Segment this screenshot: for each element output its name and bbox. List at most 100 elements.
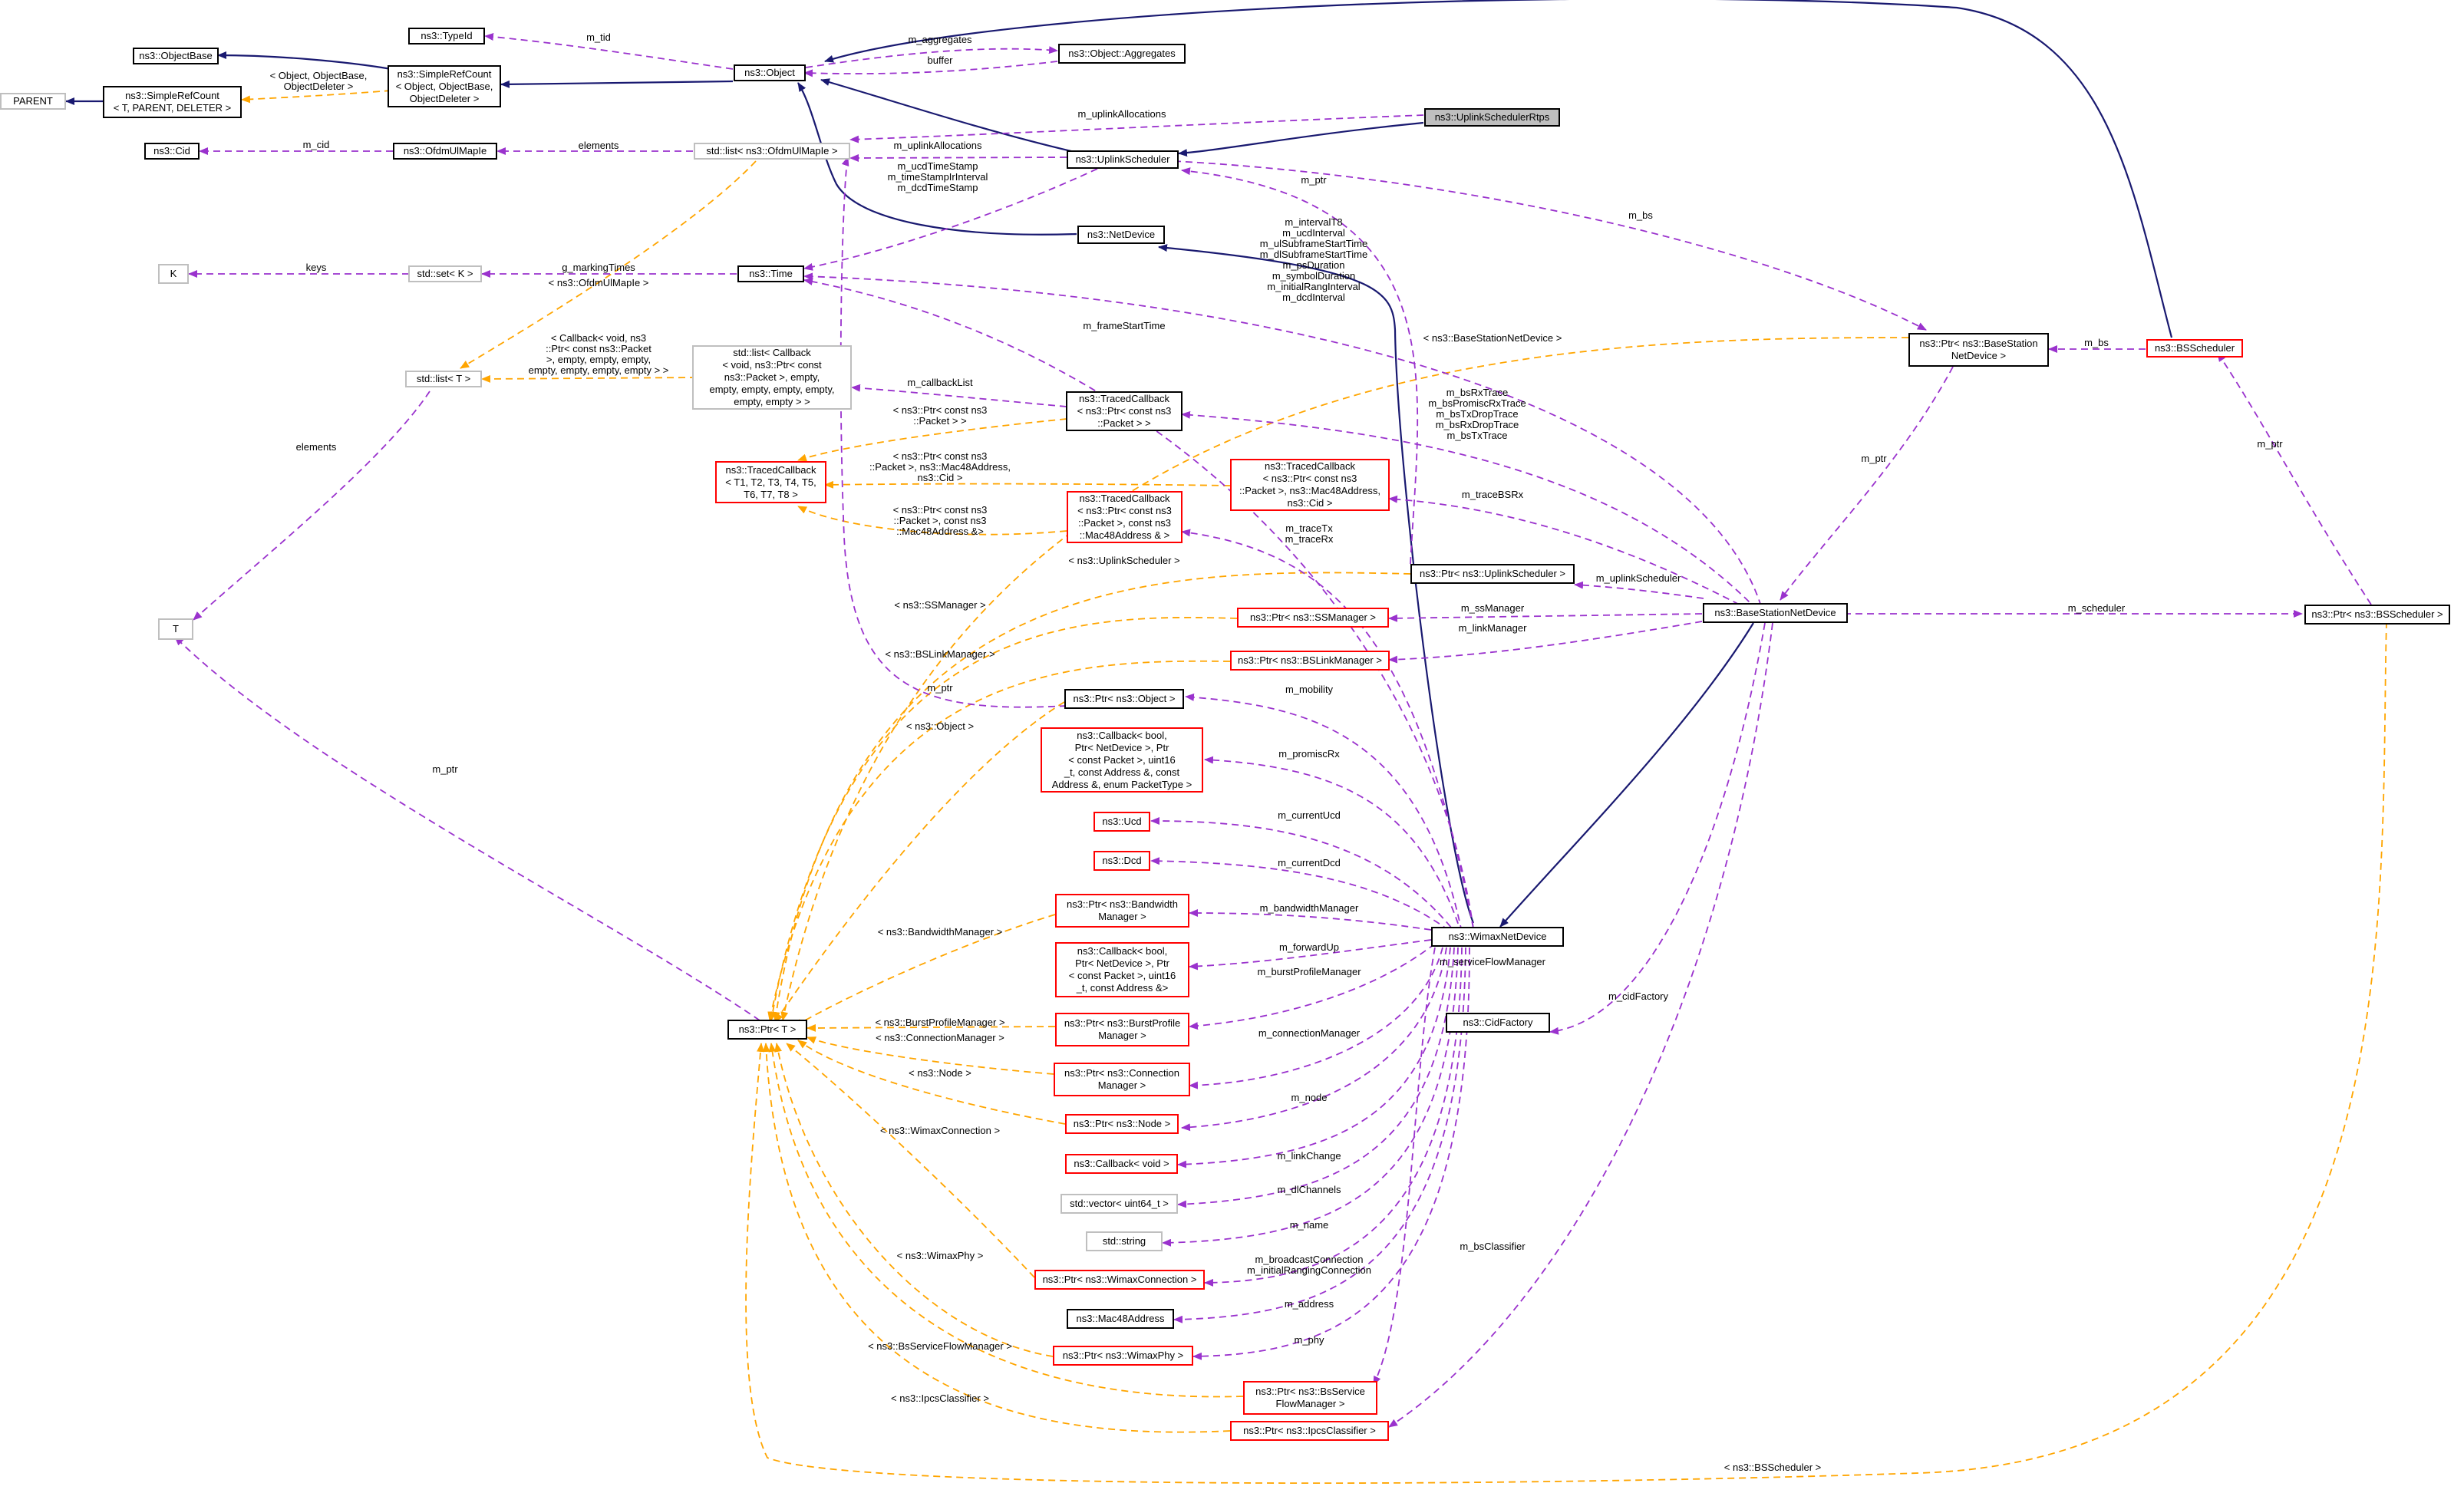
uplink-scheduler-node[interactable]: ns3::UplinkScheduler xyxy=(1067,150,1179,169)
label-elements-list: elements xyxy=(295,441,337,453)
base-station-net-device-node[interactable]: ns3::BaseStationNetDevice xyxy=(1703,603,1848,623)
ptr-object-node[interactable]: ns3::Ptr< ns3::Object > xyxy=(1064,689,1184,709)
parent-node[interactable]: PARENT xyxy=(0,93,66,110)
k-node[interactable]: K xyxy=(158,264,189,284)
edge-use-ptr-bs xyxy=(1780,366,1954,601)
list-ofdm-node[interactable]: std::list< ns3::OfdmUlMapIe > xyxy=(694,143,850,160)
cid-factory-node[interactable]: ns3::CidFactory xyxy=(1446,1013,1550,1033)
label-m-ptr-t: m_ptr xyxy=(432,763,458,775)
label-m-link-manager: m_linkManager xyxy=(1458,622,1527,634)
mac48-address-node[interactable]: ns3::Mac48Address xyxy=(1067,1309,1174,1329)
simple-ref-count-t-node[interactable]: ns3::SimpleRefCount < T, PARENT, DELETER… xyxy=(103,86,242,118)
ptr-node-node[interactable]: ns3::Ptr< ns3::Node > xyxy=(1065,1114,1179,1134)
ofdm-ul-map-ie-node[interactable]: ns3::OfdmUlMapIe xyxy=(393,143,497,160)
label-m-bandwidth-manager: m_bandwidthManager xyxy=(1259,902,1359,914)
label-m-frame-start-time: m_frameStartTime xyxy=(1083,320,1166,331)
label-tpl-uplink-scheduler: < ns3::UplinkScheduler > xyxy=(1068,555,1180,566)
traced-callback-mac-cid-node[interactable]: ns3::TracedCallback < ns3::Ptr< const ns… xyxy=(1230,459,1390,511)
edge-tpl-burstprofile-ptr xyxy=(806,1023,1056,1032)
list-callback-node[interactable]: std::list< Callback < void, ns3::Ptr< co… xyxy=(692,345,852,410)
label-m-connection-manager: m_connectionManager xyxy=(1258,1027,1361,1039)
ptr-base-station-net-device-node[interactable]: ns3::Ptr< ns3::BaseStation NetDevice > xyxy=(1908,333,2049,367)
ptr-bs-service-flow-manager-node[interactable]: ns3::Ptr< ns3::BsService FlowManager > xyxy=(1243,1381,1377,1415)
ptr-t-node[interactable]: ns3::Ptr< T > xyxy=(727,1020,807,1040)
ptr-bs-link-manager-node[interactable]: ns3::Ptr< ns3::BSLinkManager > xyxy=(1230,651,1390,671)
edge-use-dl-channels xyxy=(1177,947,1455,1208)
traced-callback-packet-node[interactable]: ns3::TracedCallback < ns3::Ptr< const ns… xyxy=(1066,391,1183,431)
edge-use-name xyxy=(1162,947,1459,1247)
edge-tpl-ipcsclassifier-ptr xyxy=(762,1043,1231,1433)
edge-use-elements-list-t xyxy=(193,391,430,621)
traced-callback-generic-node[interactable]: ns3::TracedCallback < T1, T2, T3, T4, T5… xyxy=(715,461,826,503)
edge-use-uplinkalloc-rtps xyxy=(849,114,1424,143)
label-tpl-wimax-connection: < ns3::WimaxConnection > xyxy=(879,1125,1001,1136)
edge-use-m-bs xyxy=(1173,160,1927,331)
edge-use-current-dcd xyxy=(1150,857,1459,938)
label-m-mobility: m_mobility xyxy=(1285,684,1334,695)
label-m-trace-tx-rx: m_traceTx m_traceRx xyxy=(1285,522,1334,545)
edge-tpl-ssmanager-ptr xyxy=(769,617,1238,1021)
dcd-node[interactable]: ns3::Dcd xyxy=(1093,851,1150,871)
vector-uint64-node[interactable]: std::vector< uint64_t > xyxy=(1060,1194,1178,1214)
edge-tpl-wimaxconnection-ptr xyxy=(786,1043,1035,1278)
edge-tpl-wimaxphy-ptr xyxy=(774,1043,1054,1357)
object-base-node[interactable]: ns3::ObjectBase xyxy=(133,48,219,64)
bs-scheduler-node[interactable]: ns3::BSScheduler xyxy=(2146,339,2243,358)
object-aggregates-node[interactable]: ns3::Object::Aggregates xyxy=(1058,44,1186,64)
label-m-uplink-allocations-rtps: m_uplinkAllocations xyxy=(1077,108,1166,120)
label-g-marking-times: g_markingTimes xyxy=(562,262,635,273)
edge-use-uplink-scheduler xyxy=(1574,581,1704,599)
label-m-dl-channels: m_dlChannels xyxy=(1277,1184,1341,1195)
label-m-promisc-rx: m_promiscRx xyxy=(1278,748,1340,760)
edge-object-to-simplerefcount xyxy=(500,80,734,88)
edge-use-timestamps xyxy=(803,168,1098,271)
object-node[interactable]: ns3::Object xyxy=(734,64,806,81)
net-device-node[interactable]: ns3::NetDevice xyxy=(1077,226,1165,244)
edge-tpl-bsnetdevice-ptr xyxy=(780,337,1909,1021)
ptr-bs-scheduler-node[interactable]: ns3::Ptr< ns3::BSScheduler > xyxy=(2304,605,2450,625)
label-tpl-wimax-phy: < ns3::WimaxPhy > xyxy=(896,1250,984,1261)
t-node[interactable]: T xyxy=(158,618,193,640)
label-bs-time-members: m_intervalT8 m_ucdInterval m_ulSubframeS… xyxy=(1259,216,1368,303)
label-time-members: m_ucdTimeStamp m_timeStampIrInterval m_d… xyxy=(887,160,988,193)
set-k-node[interactable]: std::set< K > xyxy=(408,265,482,282)
ptr-bandwidth-manager-node[interactable]: ns3::Ptr< ns3::Bandwidth Manager > xyxy=(1055,894,1189,928)
ptr-ipcs-classifier-node[interactable]: ns3::Ptr< ns3::IpcsClassifier > xyxy=(1230,1421,1389,1441)
edge-rtps-to-uplinkscheduler xyxy=(1178,121,1424,157)
label-m-ptr-bs: m_ptr xyxy=(1861,453,1887,464)
edge-netdevice-to-object xyxy=(797,82,1077,236)
label-m-ptr-sched: m_ptr xyxy=(2257,438,2283,450)
label-tpl-ipcs-classifier: < ns3::IpcsClassifier > xyxy=(891,1392,989,1404)
edge-use-uplinkalloc xyxy=(849,153,1067,162)
ptr-ss-manager-node[interactable]: ns3::Ptr< ns3::SSManager > xyxy=(1237,608,1389,628)
typeid-node[interactable]: ns3::TypeId xyxy=(408,28,485,44)
ptr-uplink-scheduler-node[interactable]: ns3::Ptr< ns3::UplinkScheduler > xyxy=(1410,564,1575,584)
time-node[interactable]: ns3::Time xyxy=(737,265,804,282)
ptr-connection-manager-node[interactable]: ns3::Ptr< ns3::Connection Manager > xyxy=(1054,1063,1190,1096)
std-string-node[interactable]: std::string xyxy=(1086,1231,1163,1251)
edge-use-cid-factory xyxy=(1549,622,1766,1035)
simple-ref-count-object-node[interactable]: ns3::SimpleRefCount < Object, ObjectBase… xyxy=(388,65,501,107)
list-t-node[interactable]: std::list< T > xyxy=(405,371,482,387)
label-m-uplink-scheduler: m_uplinkScheduler xyxy=(1595,572,1681,584)
label-tpl-object-ptr: < ns3::Object > xyxy=(905,720,975,732)
callback-forward-up-node[interactable]: ns3::Callback< bool, Ptr< NetDevice >, P… xyxy=(1055,942,1189,997)
label-tpl-bs-net-device: < ns3::BaseStationNetDevice > xyxy=(1423,332,1562,344)
label-m-cid: m_cid xyxy=(302,139,330,150)
traced-callback-mac-ref-node[interactable]: ns3::TracedCallback < ns3::Ptr< const ns… xyxy=(1067,491,1183,543)
label-tpl-mac-cid: < ns3::Ptr< const ns3 ::Packet >, ns3::M… xyxy=(869,450,1011,483)
wimax-net-device-node[interactable]: ns3::WimaxNetDevice xyxy=(1431,927,1564,947)
ucd-node[interactable]: ns3::Ucd xyxy=(1093,812,1150,832)
cid-node[interactable]: ns3::Cid xyxy=(144,143,200,160)
label-m-ss-manager: m_ssManager xyxy=(1460,602,1525,614)
callback-promisc-node[interactable]: ns3::Callback< bool, Ptr< NetDevice >, P… xyxy=(1041,727,1203,793)
ptr-wimax-connection-node[interactable]: ns3::Ptr< ns3::WimaxConnection > xyxy=(1034,1270,1205,1290)
label-tpl-callback: < Callback< void, ns3 ::Ptr< const ns3::… xyxy=(528,332,669,376)
label-m-ptr-top: m_ptr xyxy=(1301,174,1327,186)
ptr-burst-profile-manager-node[interactable]: ns3::Ptr< ns3::BurstProfile Manager > xyxy=(1055,1013,1189,1046)
uplink-scheduler-rtps-node[interactable]: ns3::UplinkSchedulerRtps xyxy=(1424,108,1560,127)
label-tpl-ofdm: < ns3::OfdmUlMapIe > xyxy=(548,277,649,288)
callback-void-node[interactable]: ns3::Callback< void > xyxy=(1065,1154,1178,1174)
ptr-wimax-phy-node[interactable]: ns3::Ptr< ns3::WimaxPhy > xyxy=(1053,1346,1193,1366)
